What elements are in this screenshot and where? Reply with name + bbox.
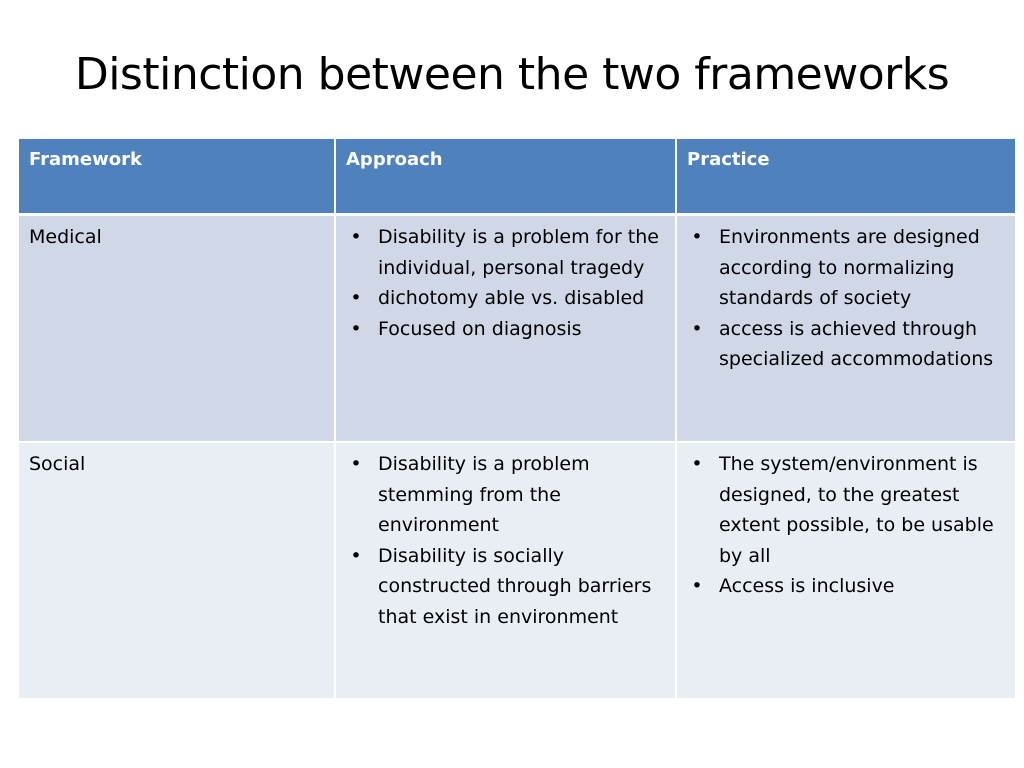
table-header-row: Framework Approach Practice — [17, 137, 1017, 216]
approach-cell: • Disability is a problem stemming from t… — [334, 441, 677, 700]
bullet-icon: • — [350, 453, 362, 475]
table-row-medical: Medical • Disability is a problem for the… — [17, 213, 1017, 443]
practice-list: • Environments are designed according to … — [687, 222, 1006, 375]
list-item: • Disability is socially constructed thro… — [346, 541, 666, 633]
approach-list: • Disability is a problem for the individ… — [346, 222, 666, 344]
list-item-text: Access is inclusive — [719, 575, 895, 597]
framework-cell: Social — [17, 441, 336, 700]
approach-cell: • Disability is a problem for the individ… — [334, 213, 677, 443]
list-item-text: Disability is socially constructed throu… — [378, 544, 652, 628]
list-item-text: access is achieved through specialized a… — [719, 317, 994, 371]
list-item: • Environments are designed according to … — [687, 222, 1006, 314]
bullet-icon: • — [350, 544, 362, 567]
bullet-icon: • — [691, 453, 703, 475]
bullet-icon: • — [691, 317, 703, 340]
list-item: • dichotomy able vs. disabled — [346, 283, 666, 314]
list-item: • Focused on diagnosis — [346, 314, 666, 345]
header-practice: Practice — [675, 137, 1017, 216]
list-item-text: The system/environment is designed, to t… — [719, 453, 994, 567]
table-row-social: Social • Disability is a problem stemming… — [17, 441, 1017, 700]
bullet-icon: • — [350, 226, 362, 248]
approach-list: • Disability is a problem stemming from t… — [346, 449, 666, 632]
list-item-text: Environments are designed according to n… — [719, 226, 980, 309]
bullet-icon: • — [691, 226, 703, 248]
list-item-text: Disability is a problem stemming from th… — [378, 453, 590, 536]
practice-cell: • Environments are designed according to … — [675, 213, 1017, 443]
practice-list: • The system/environment is designed, to … — [687, 449, 1006, 602]
bullet-icon: • — [350, 287, 362, 309]
header-approach: Approach — [334, 137, 677, 216]
list-item-text: Focused on diagnosis — [378, 317, 582, 340]
slide-title: Distinction between the two frameworks — [74, 49, 950, 100]
list-item-text: dichotomy able vs. disabled — [378, 287, 645, 309]
list-item: • Disability is a problem stemming from t… — [346, 449, 666, 541]
list-item-text: Disability is a problem for the individu… — [378, 226, 659, 279]
bullet-icon: • — [691, 575, 703, 597]
practice-cell: • The system/environment is designed, to … — [675, 441, 1017, 700]
framework-cell: Medical — [17, 213, 336, 443]
frameworks-table: Framework Approach Practice Medical • Dis… — [17, 137, 1017, 700]
list-item: • Disability is a problem for the individ… — [346, 222, 666, 283]
header-framework: Framework — [17, 137, 336, 216]
list-item: • access is achieved through specialized … — [687, 314, 1006, 375]
list-item: • Access is inclusive — [687, 571, 1006, 602]
bullet-icon: • — [350, 317, 362, 340]
list-item: • The system/environment is designed, to … — [687, 449, 1006, 571]
